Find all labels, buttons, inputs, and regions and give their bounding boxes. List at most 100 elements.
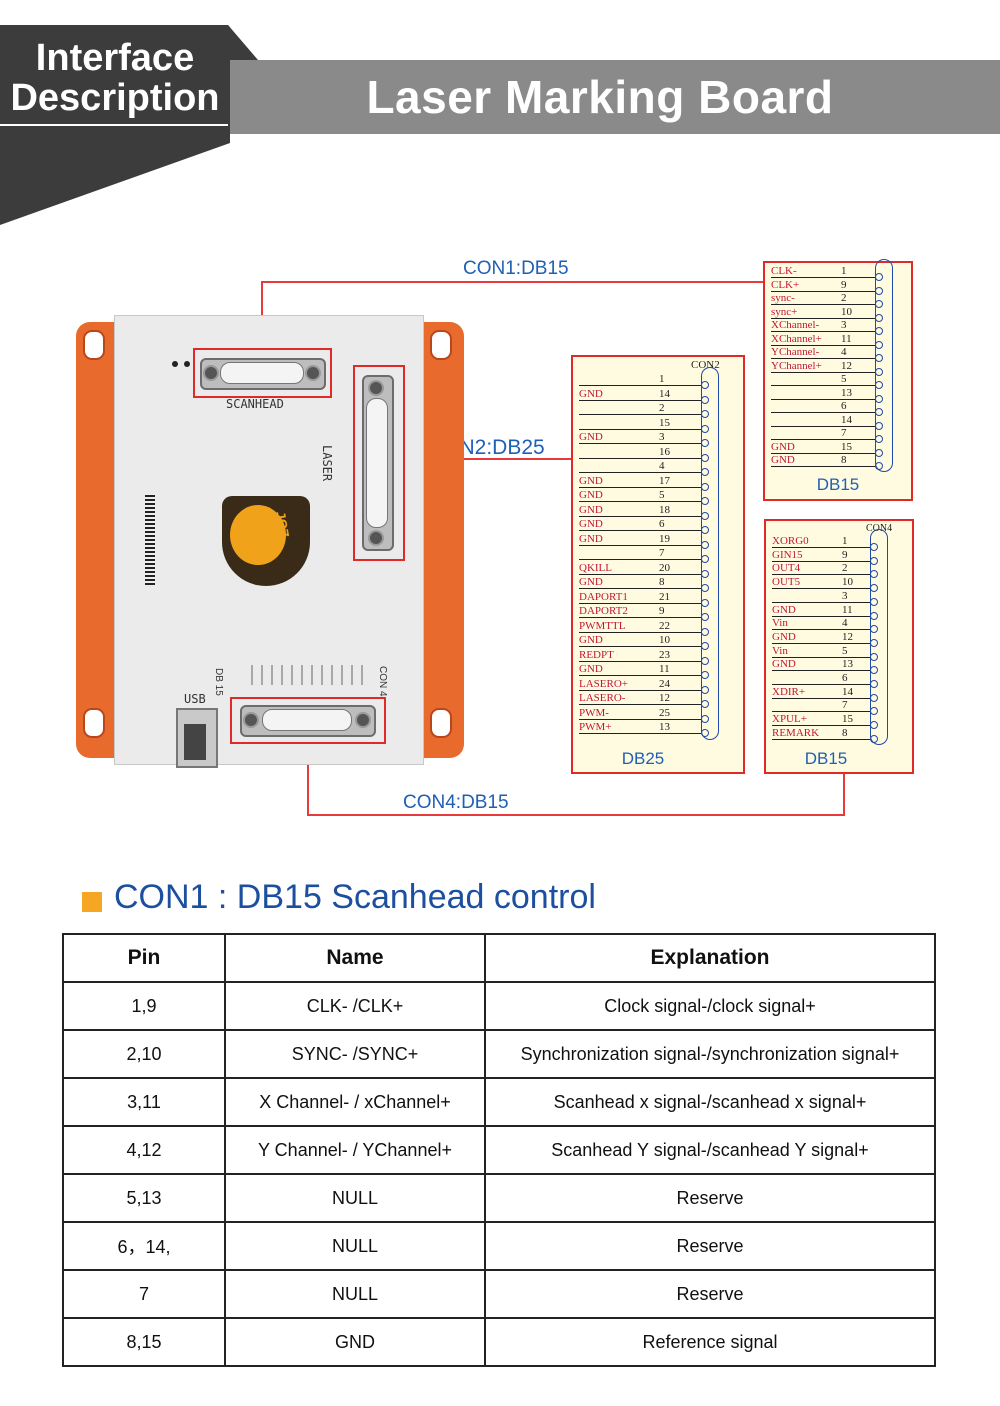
- tag-line-2: Description: [10, 77, 220, 119]
- schematic-pin-wire: [579, 631, 701, 633]
- laser-screw-top: [368, 380, 384, 396]
- schematic-pin-name: GND: [579, 576, 603, 588]
- schematic-pin-number: 4: [841, 346, 847, 358]
- schematic-pin-name: GND: [579, 489, 603, 501]
- schematic-pin-wire: [772, 684, 870, 685]
- cell-name: X Channel- / xChannel+: [224, 1077, 486, 1127]
- schematic-pin-name: GND: [772, 630, 796, 643]
- schematic-pin-number: 12: [659, 692, 670, 704]
- cell-pin: 6，14,: [62, 1221, 226, 1271]
- schematic-pin-number: 20: [659, 561, 670, 574]
- schematic-pin-wire: [771, 358, 875, 359]
- schematic-pin-wire: [772, 656, 870, 658]
- schematic-pin-wire: [771, 466, 875, 467]
- schematic-pin-number: 13: [659, 721, 670, 733]
- schematic-pin-number: 9: [659, 605, 665, 617]
- schematic-pin-wire: [772, 574, 870, 576]
- mount-hole-tr: [430, 330, 452, 360]
- schematic-pin-number: 24: [659, 677, 670, 690]
- schematic-pin-wire: [772, 738, 870, 740]
- cell-pin: 5,13: [62, 1173, 226, 1223]
- schematic-pin-name: GIN15: [772, 548, 803, 561]
- schematic-pin-number: 25: [659, 706, 670, 719]
- scanhead-connector-face: [220, 362, 304, 384]
- con4-line-h: [307, 814, 845, 816]
- usb-port-inner: [184, 724, 206, 760]
- schematic-pin-name: PWM+: [579, 721, 612, 733]
- schematic-pin-name: Vin: [772, 617, 788, 630]
- schematic-pin-number: 6: [659, 518, 665, 530]
- schematic-con2-caption: DB25: [621, 749, 665, 768]
- cell-pin: 4,12: [62, 1125, 226, 1175]
- schematic-pin-wire: [579, 660, 701, 662]
- schematic-pin-number: 5: [842, 644, 848, 657]
- con2-line: [402, 458, 572, 460]
- led-2: [184, 361, 190, 367]
- schematic-pin-name: GND: [772, 658, 796, 671]
- schematic-pin-wire: [579, 443, 701, 444]
- schematic-pin-number: 4: [659, 460, 665, 472]
- schematic-pin-name: sync+: [771, 305, 798, 318]
- cell-name: CLK- /CLK+: [224, 981, 486, 1031]
- schematic-pin-number: 11: [841, 332, 852, 345]
- schematic-pin-number: 15: [659, 416, 670, 429]
- schematic-pin-wire: [579, 646, 701, 647]
- schematic-pin-wire: [579, 428, 701, 430]
- schematic-pin-number: 6: [841, 400, 847, 412]
- cell-name: Y Channel- / YChannel+: [224, 1125, 486, 1175]
- schematic-pin-name: LASERO+: [579, 677, 628, 690]
- schematic-pin-number: 9: [842, 548, 848, 561]
- schematic-pin-name: PWMTTL: [579, 619, 626, 632]
- cell-name: NULL: [224, 1269, 486, 1319]
- schematic-pin-number: 1: [659, 373, 665, 385]
- con4-highlight: [230, 697, 386, 744]
- schematic-pin-name: GND: [771, 440, 795, 453]
- schematic-pin-number: 5: [659, 489, 665, 501]
- schematic-pin-number: 7: [841, 427, 847, 439]
- schematic-pin-row: XChannel-3: [771, 319, 905, 335]
- schematic-pin-name: GND: [579, 387, 603, 400]
- schematic-pin-number: 11: [659, 663, 670, 675]
- schematic-pin-wire: [579, 385, 701, 386]
- header-name: Name: [224, 933, 486, 983]
- schematic-pin-wire: [771, 304, 875, 305]
- cell-explanation: Reserve: [484, 1173, 936, 1223]
- schematic-pin-wire: [579, 486, 701, 488]
- schematic-pin-number: 22: [659, 619, 670, 632]
- schematic-pin-name: XPUL+: [772, 713, 807, 726]
- schematic-con4-caption: DB15: [804, 749, 848, 768]
- schematic-pin-name: OUT5: [772, 576, 801, 589]
- schematic-pin-number: 10: [659, 634, 670, 646]
- scanhead-screw-right: [305, 365, 321, 381]
- schematic-pin-name: XORG0: [772, 535, 809, 547]
- schematic-pin-name: XChannel+: [771, 332, 822, 345]
- cell-explanation: Clock signal-/clock signal+: [484, 981, 936, 1031]
- schematic-pin-wire: [579, 472, 701, 473]
- schematic-pin-row: XPUL+15: [772, 713, 906, 730]
- schematic-pin-number: 2: [842, 562, 848, 575]
- schematic-pin-name: XDIR+: [772, 685, 806, 698]
- cell-pin: 3,11: [62, 1077, 226, 1127]
- schematic-pin-wire: [772, 547, 870, 548]
- schematic-pin-wire: [771, 344, 875, 346]
- cell-name: SYNC- /SYNC+: [224, 1029, 486, 1079]
- schematic-pin-wire: [579, 689, 701, 691]
- board-pin-legend-lines: [251, 665, 363, 685]
- schematic-pin-name: REMARK: [772, 726, 820, 739]
- schematic-pin-number: 8: [842, 726, 848, 739]
- schematic-pin-name: sync-: [771, 292, 795, 304]
- board-pin-legend: [246, 625, 376, 687]
- schematic-pin-wire: [772, 711, 870, 713]
- jcz-logo-emblem: [230, 505, 286, 565]
- schematic-pin-number: 14: [659, 387, 670, 400]
- cell-explanation: Reserve: [484, 1221, 936, 1271]
